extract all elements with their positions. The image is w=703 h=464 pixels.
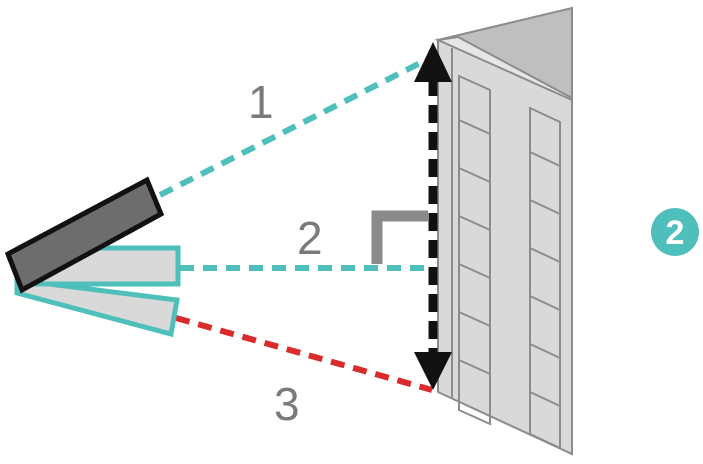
sight-line-1-label: 1 <box>248 76 274 128</box>
camera-tilted-up-icon <box>4 176 165 294</box>
building-icon <box>434 6 573 456</box>
building-facade <box>437 38 573 456</box>
sight-line-2-label: 2 <box>297 212 323 264</box>
camera-tilted-down-icon <box>14 277 180 338</box>
right-angle-marker-icon <box>371 210 428 264</box>
step-badge: 2 <box>651 208 699 256</box>
window-column-left <box>458 74 491 426</box>
sight-line-1 <box>158 53 436 198</box>
double-arrow-vertical-icon <box>414 42 452 390</box>
sight-line-3-label: 3 <box>274 378 300 430</box>
step-badge-number: 2 <box>666 214 685 252</box>
sight-line-3 <box>175 315 433 393</box>
window-column-right <box>529 106 561 450</box>
